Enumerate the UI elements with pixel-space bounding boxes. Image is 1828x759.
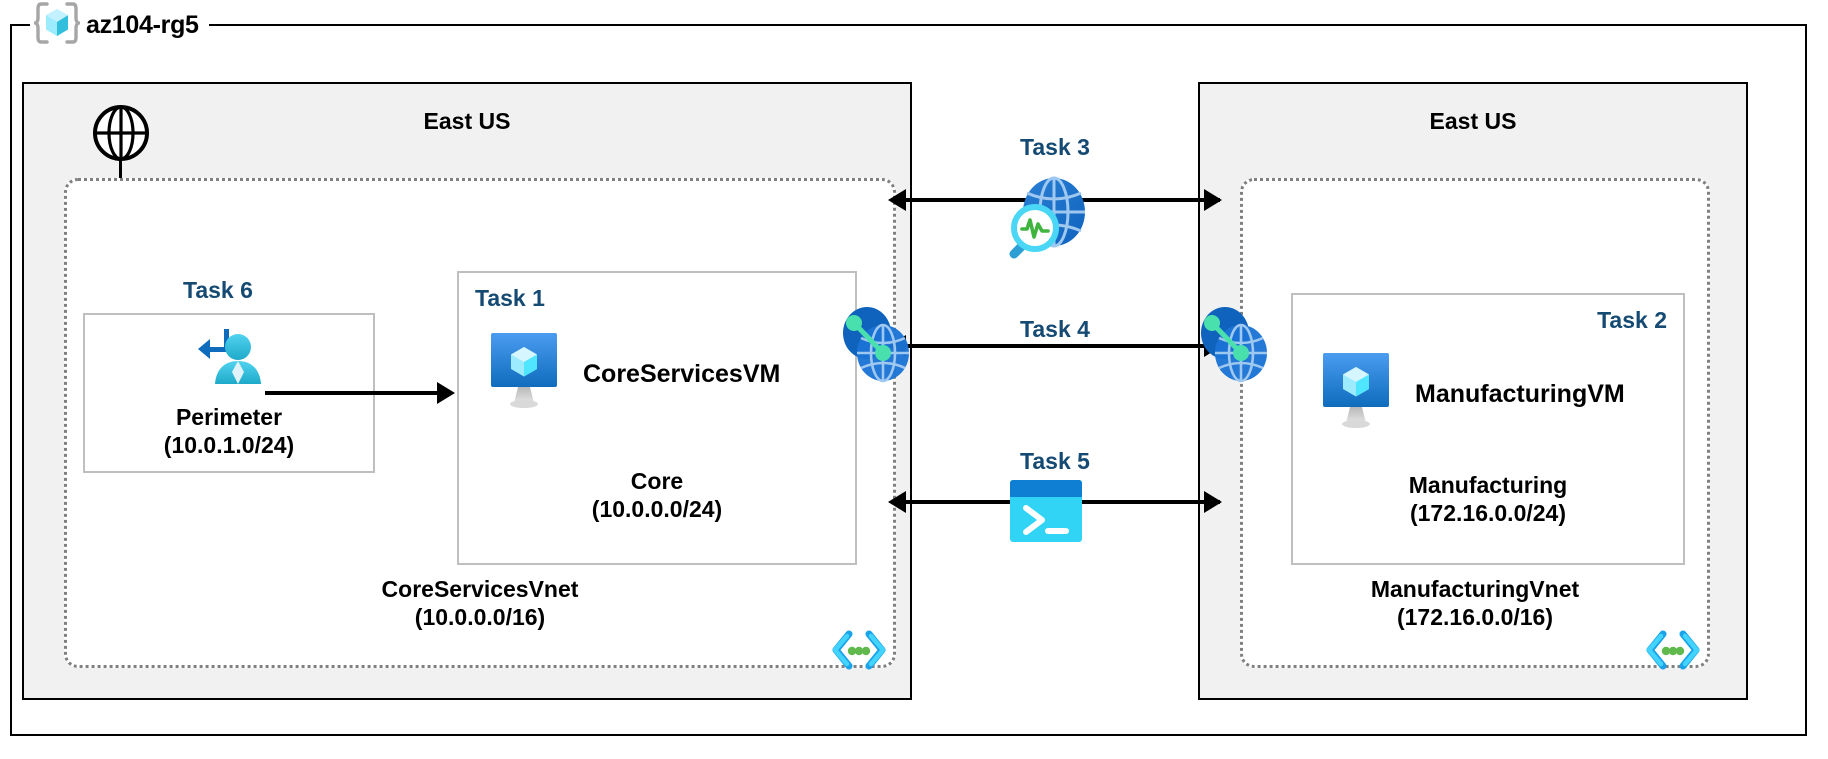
task3-arrowhead-left — [888, 189, 906, 211]
bastion-user-icon — [193, 325, 271, 408]
subnet-core-caption: Core (10.0.0.0/24) — [459, 467, 855, 523]
subnet-manufacturing-cidr: (172.16.0.0/24) — [1409, 500, 1566, 527]
task-label-task4: Task 4 — [1020, 316, 1090, 342]
vm-coreservicesvm-name: CoreServicesVM — [583, 360, 781, 388]
region-title-right: East US — [1429, 108, 1517, 134]
vnet-manufacturingvnet: Task 2 — [1240, 178, 1710, 670]
region-east-us-left: East US Task 6 — [22, 82, 912, 700]
perimeter-to-core-line — [265, 391, 439, 395]
virtual-machine-icon — [1321, 351, 1399, 438]
virtual-machine-icon — [489, 331, 567, 418]
vnet-coreservicesvnet: Task 6 — [64, 178, 896, 670]
vnet-coreservicesvnet-label: CoreServicesVnet (10.0.0.0/16) — [67, 575, 893, 631]
resource-group-header: az104-rg5 — [30, 0, 209, 50]
subnet-manufacturing-name: Manufacturing — [1408, 472, 1568, 498]
vnet-peering-icon — [1196, 305, 1270, 390]
region-east-us-right: East US Task 2 — [1198, 82, 1748, 700]
code-brackets-icon — [1645, 628, 1701, 677]
vnet-coreservicesvnet-name: CoreServicesVnet — [381, 575, 579, 602]
vnet-manufacturingvnet-cidr: (172.16.0.0/16) — [1396, 603, 1553, 630]
vnet-manufacturingvnet-name: ManufacturingVnet — [1370, 575, 1580, 602]
vm-manufacturingvm-name: ManufacturingVM — [1415, 380, 1625, 408]
task5-arrowhead-left — [888, 491, 906, 513]
perimeter-to-core-arrowhead — [437, 382, 455, 404]
globe-icon — [92, 104, 150, 167]
subnet-core: Task 1 — [457, 271, 857, 565]
vm-coreservicesvm-row: CoreServicesVM — [489, 331, 780, 418]
subnet-perimeter-caption: Perimeter (10.0.1.0/24) — [85, 403, 373, 459]
subnet-core-name: Core — [630, 468, 684, 494]
task5-arrowhead-right — [1204, 491, 1222, 513]
region-title-left: East US — [423, 108, 511, 134]
code-brackets-icon — [831, 628, 887, 677]
vnet-coreservicesvnet-cidr: (10.0.0.0/16) — [414, 603, 546, 630]
resource-group-name: az104-rg5 — [86, 10, 199, 39]
task3-arrowhead-right — [1204, 189, 1222, 211]
task-label-task2: Task 2 — [1597, 307, 1667, 333]
subnet-core-cidr: (10.0.0.0/24) — [591, 496, 723, 523]
subnet-manufacturing: Task 2 — [1291, 293, 1685, 565]
task4-connector-line — [900, 344, 1220, 348]
network-watcher-icon — [1000, 168, 1092, 265]
task-label-task5: Task 5 — [1020, 448, 1090, 474]
subnet-manufacturing-caption: Manufacturing (172.16.0.0/24) — [1293, 471, 1683, 527]
vm-manufacturingvm-row: ManufacturingVM — [1321, 351, 1625, 438]
task-label-task3: Task 3 — [1020, 134, 1090, 160]
vnet-peering-icon — [838, 305, 912, 390]
subnet-perimeter-name: Perimeter — [175, 404, 283, 430]
task-label-task1: Task 1 — [475, 285, 545, 311]
cloud-shell-icon — [1008, 478, 1084, 549]
subnet-perimeter-cidr: (10.0.1.0/24) — [163, 432, 295, 459]
task-label-task6: Task 6 — [183, 277, 253, 303]
resource-group-icon — [30, 0, 84, 51]
vnet-manufacturingvnet-label: ManufacturingVnet (172.16.0.0/16) — [1243, 575, 1707, 631]
